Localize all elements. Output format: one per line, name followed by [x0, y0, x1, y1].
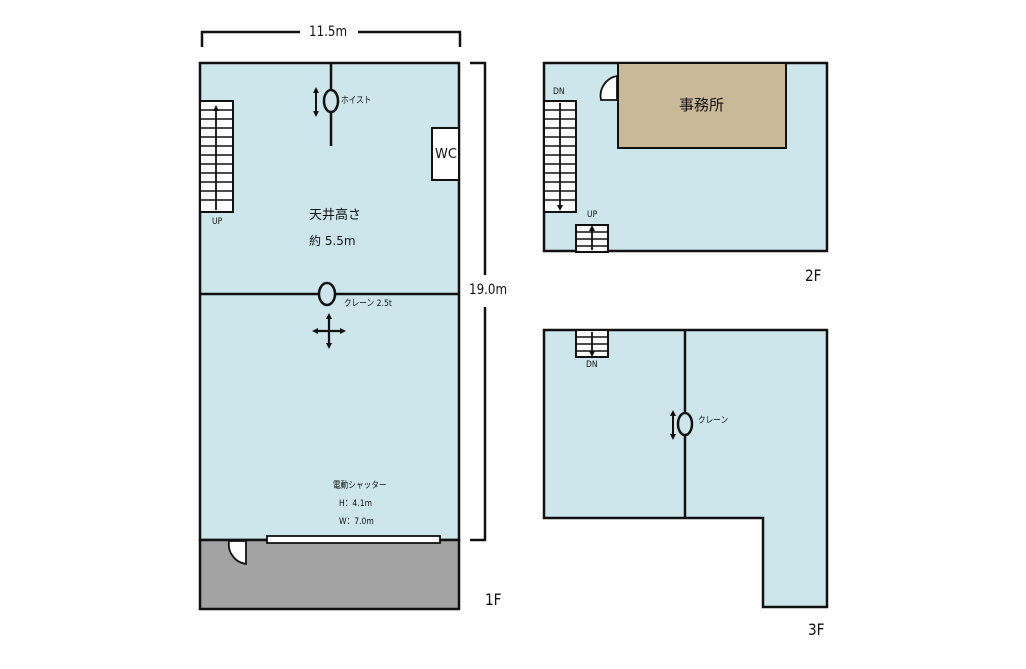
ceiling-height-value: 約 5.5m	[309, 234, 356, 248]
floor-1f	[198, 30, 487, 611]
hoist-label: ホイスト	[341, 96, 372, 106]
crane-symbol-3f	[670, 410, 694, 440]
floor-2f-stairs-up-label: UP	[587, 210, 598, 220]
floor-1f-stairs-up-label: UP	[212, 217, 223, 227]
floor-1f-label: 1F	[485, 590, 502, 609]
shutter-title: 電動シャッター	[333, 481, 387, 491]
shutter-height: H：4.1m	[339, 499, 373, 509]
floor-3f-crane-label: クレーン	[698, 416, 729, 426]
crane-symbol	[200, 281, 459, 349]
depth-dimension	[470, 61, 487, 542]
floor-2f-stairs-down-label: DN	[553, 87, 565, 97]
width-dimension	[200, 30, 462, 47]
floor-2f-door	[599, 74, 618, 101]
office-room	[617, 62, 787, 149]
floor-2f-label: 2F	[805, 266, 822, 285]
floor-3f-stairs	[575, 329, 609, 358]
floor-2f-stairs-up	[575, 224, 609, 253]
width-label: 11.5m	[309, 24, 348, 40]
ceiling-height-title: 天井高さ	[309, 208, 362, 223]
wc-room	[431, 127, 460, 181]
hoist-symbol	[313, 63, 340, 146]
floor-1f-door	[227, 540, 247, 566]
shutter-width: W：7.0m	[339, 517, 374, 527]
wc-label: WC	[435, 147, 457, 162]
floor-3f-stairs-down-label: DN	[586, 360, 598, 370]
depth-label: 19.0m	[469, 282, 508, 298]
floor-3f	[542, 328, 829, 609]
floor-2f-stairs-down	[543, 100, 577, 213]
electric-shutter	[266, 535, 441, 544]
crane-label: クレーン 2.5t	[344, 299, 392, 309]
office-label: 事務所	[679, 96, 725, 114]
floor-3f-label: 3F	[808, 620, 825, 639]
floor-1f-stairs	[199, 100, 234, 213]
floor-2f	[542, 61, 829, 253]
